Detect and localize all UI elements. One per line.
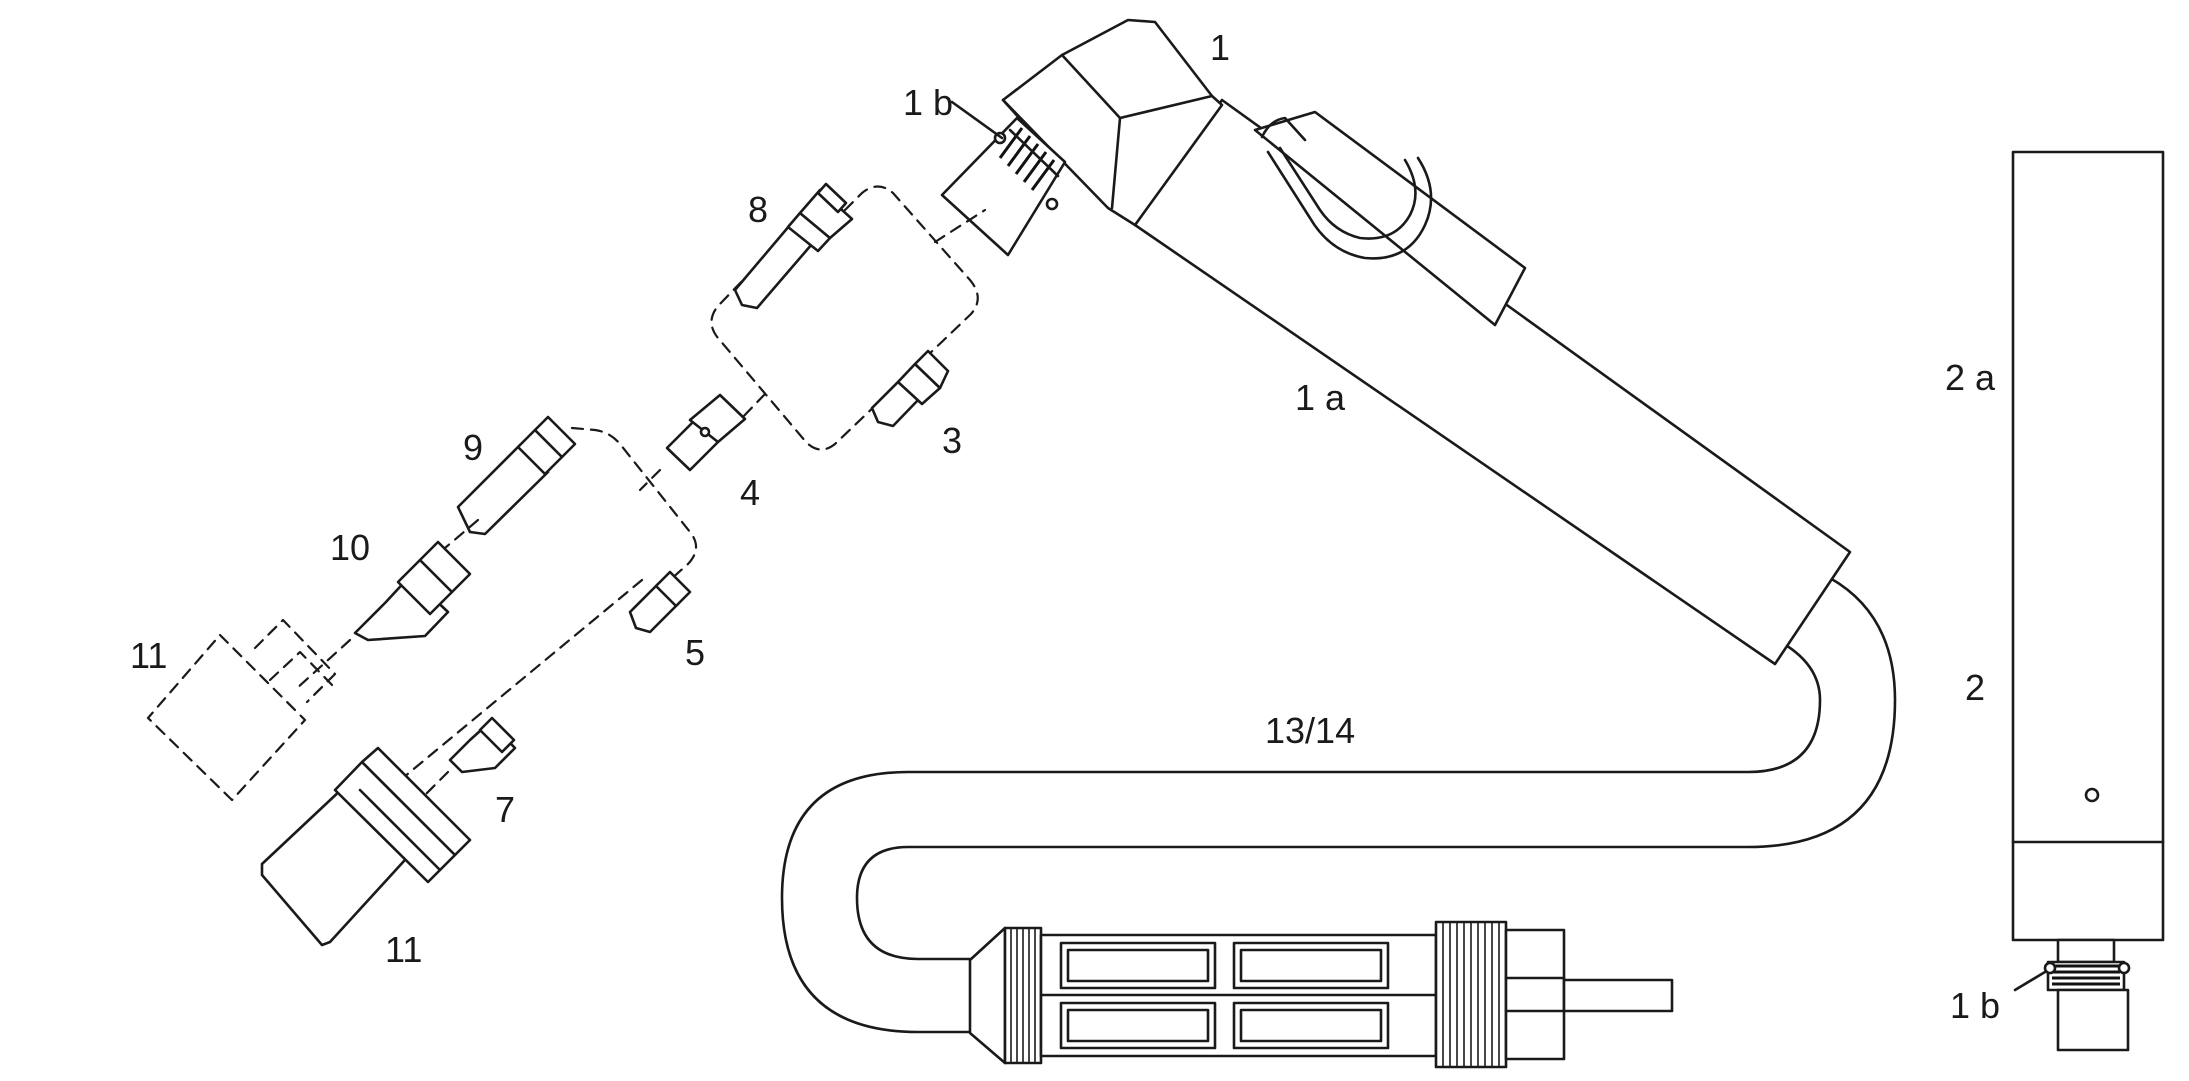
label-2: 2 [1965,667,1985,708]
part-3 [870,349,950,428]
hose [780,576,1897,1034]
handpiece [940,18,1852,666]
label-4: 4 [740,472,760,513]
part-11-solid [260,746,472,947]
label-1b-top: 1 b [903,82,953,123]
label-11-left: 11 [130,635,167,676]
leader-1b-bottom [2013,970,2047,992]
label-10: 10 [330,527,370,568]
label-11-bottom: 11 [385,929,422,970]
label-1: 1 [1210,27,1230,68]
leader-1b-top [950,100,1004,140]
label-13-14: 13/14 [1265,710,1355,751]
label-7: 7 [495,789,515,830]
part-8 [733,182,854,310]
label-8: 8 [748,189,768,230]
label-1b-bottom: 1 b [1950,985,2000,1026]
hose-connector [968,920,1674,1069]
label-1a: 1 a [1295,377,1346,418]
part-7 [423,716,517,797]
label-2a: 2 a [1945,357,1996,398]
label-9: 9 [463,427,483,468]
label-5: 5 [685,632,705,673]
part-5 [628,570,692,634]
part-2-holder [2011,150,2165,1052]
label-3: 3 [942,420,962,461]
part-10 [293,518,480,692]
part-11-dashed [146,618,337,802]
part-9 [456,415,577,536]
part-4 [638,392,767,492]
